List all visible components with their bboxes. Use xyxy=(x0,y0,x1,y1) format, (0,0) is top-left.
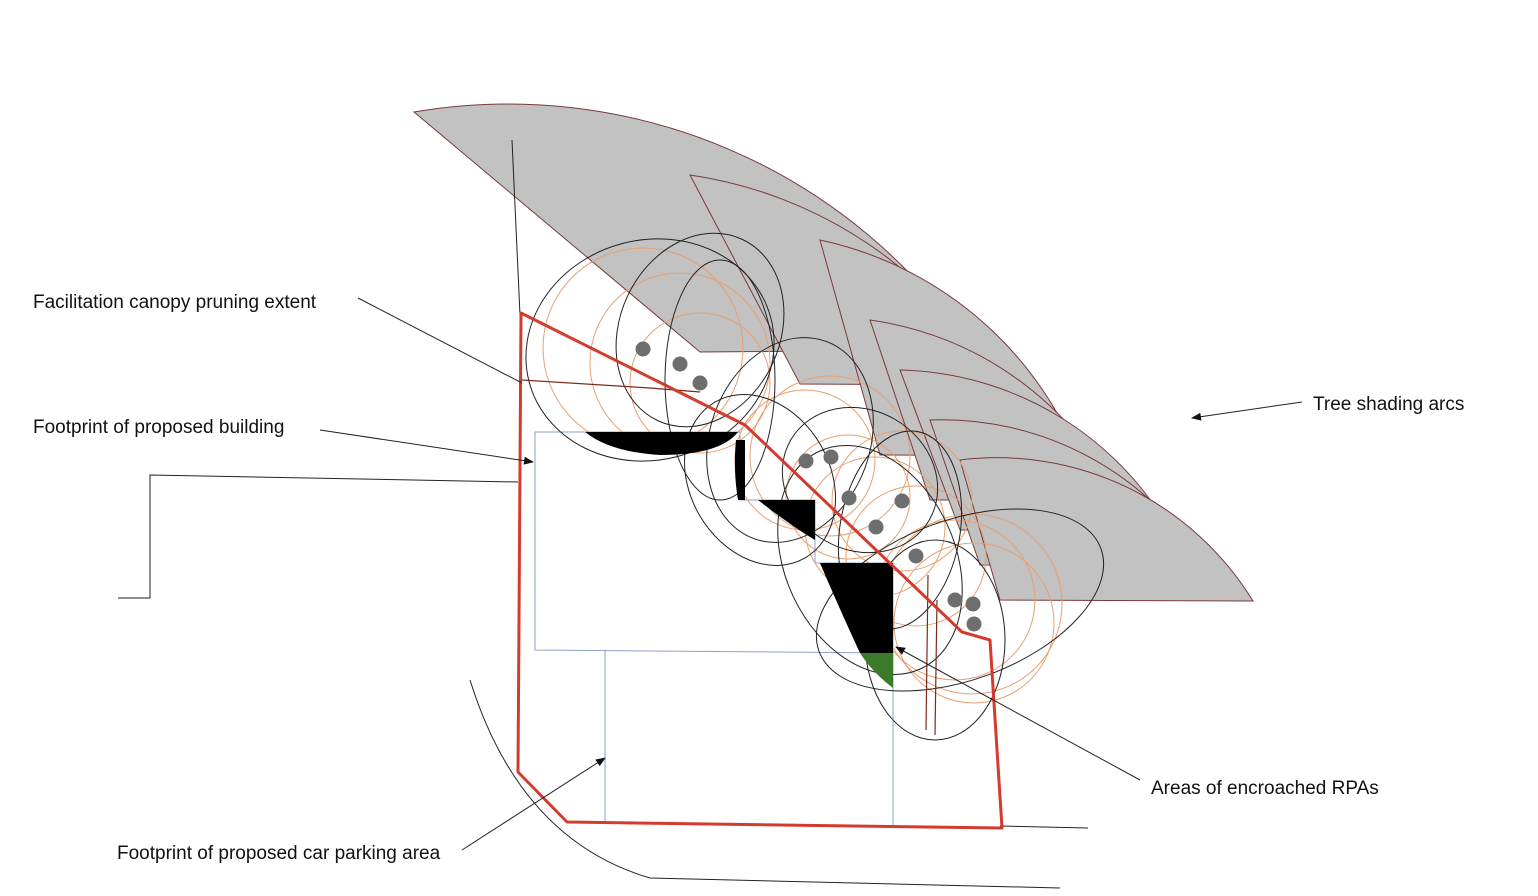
encroached-rpa-green xyxy=(860,653,893,688)
tree-trunk xyxy=(868,519,884,535)
tree-trunk xyxy=(692,375,708,391)
label-encroached-rpas: Areas of encroached RPAs xyxy=(1151,778,1379,799)
encroached-rpa-2 xyxy=(734,440,745,500)
car-parking-footprint xyxy=(604,650,894,826)
tree-trunk xyxy=(672,356,688,372)
tree-shading-arcs xyxy=(412,103,1254,602)
context-line-north xyxy=(511,139,521,316)
canopy-outlines xyxy=(525,232,1105,741)
tree-trunk xyxy=(841,490,857,506)
label-tree-shading-arcs: Tree shading arcs xyxy=(1313,394,1464,415)
context-curve-south xyxy=(469,679,1061,889)
tree-trunk xyxy=(966,616,982,632)
tree-trunk xyxy=(894,493,910,509)
encroached-rpa-4 xyxy=(820,563,893,653)
tree-trunk xyxy=(823,449,839,465)
shading-arc-7 xyxy=(959,457,1254,602)
leader-lines xyxy=(319,297,1303,851)
leader-parking xyxy=(461,757,606,851)
label-pruning-extent: Facilitation canopy pruning extent xyxy=(33,292,317,313)
encroached-rpa-1 xyxy=(585,432,738,455)
tree-trunk xyxy=(965,596,981,612)
tree-trunk xyxy=(798,453,814,469)
context-line-west xyxy=(118,474,519,599)
leader-shading xyxy=(1191,401,1303,421)
label-building-footprint: Footprint of proposed building xyxy=(33,417,284,438)
tree-trunk xyxy=(908,548,924,564)
building-footprint xyxy=(534,431,894,654)
tree-trunk xyxy=(947,592,963,608)
footprints xyxy=(534,431,894,826)
context-line-road xyxy=(999,825,1089,829)
leader-pruning xyxy=(357,297,523,384)
label-car-parking-footprint: Footprint of proposed car parking area xyxy=(117,843,441,864)
leader-rpa xyxy=(895,646,1141,781)
encroached-rpa-3 xyxy=(758,500,815,540)
leader-building xyxy=(319,429,534,465)
context-linework xyxy=(118,139,1089,889)
tree-trunk xyxy=(635,341,651,357)
rpa-circles xyxy=(542,247,1063,704)
tree-trunks xyxy=(635,341,982,632)
annotation-labels: Facilitation canopy pruning extent Footp… xyxy=(33,292,1464,864)
encroached-rpa-areas xyxy=(585,432,893,688)
site-boundary xyxy=(516,311,1004,830)
